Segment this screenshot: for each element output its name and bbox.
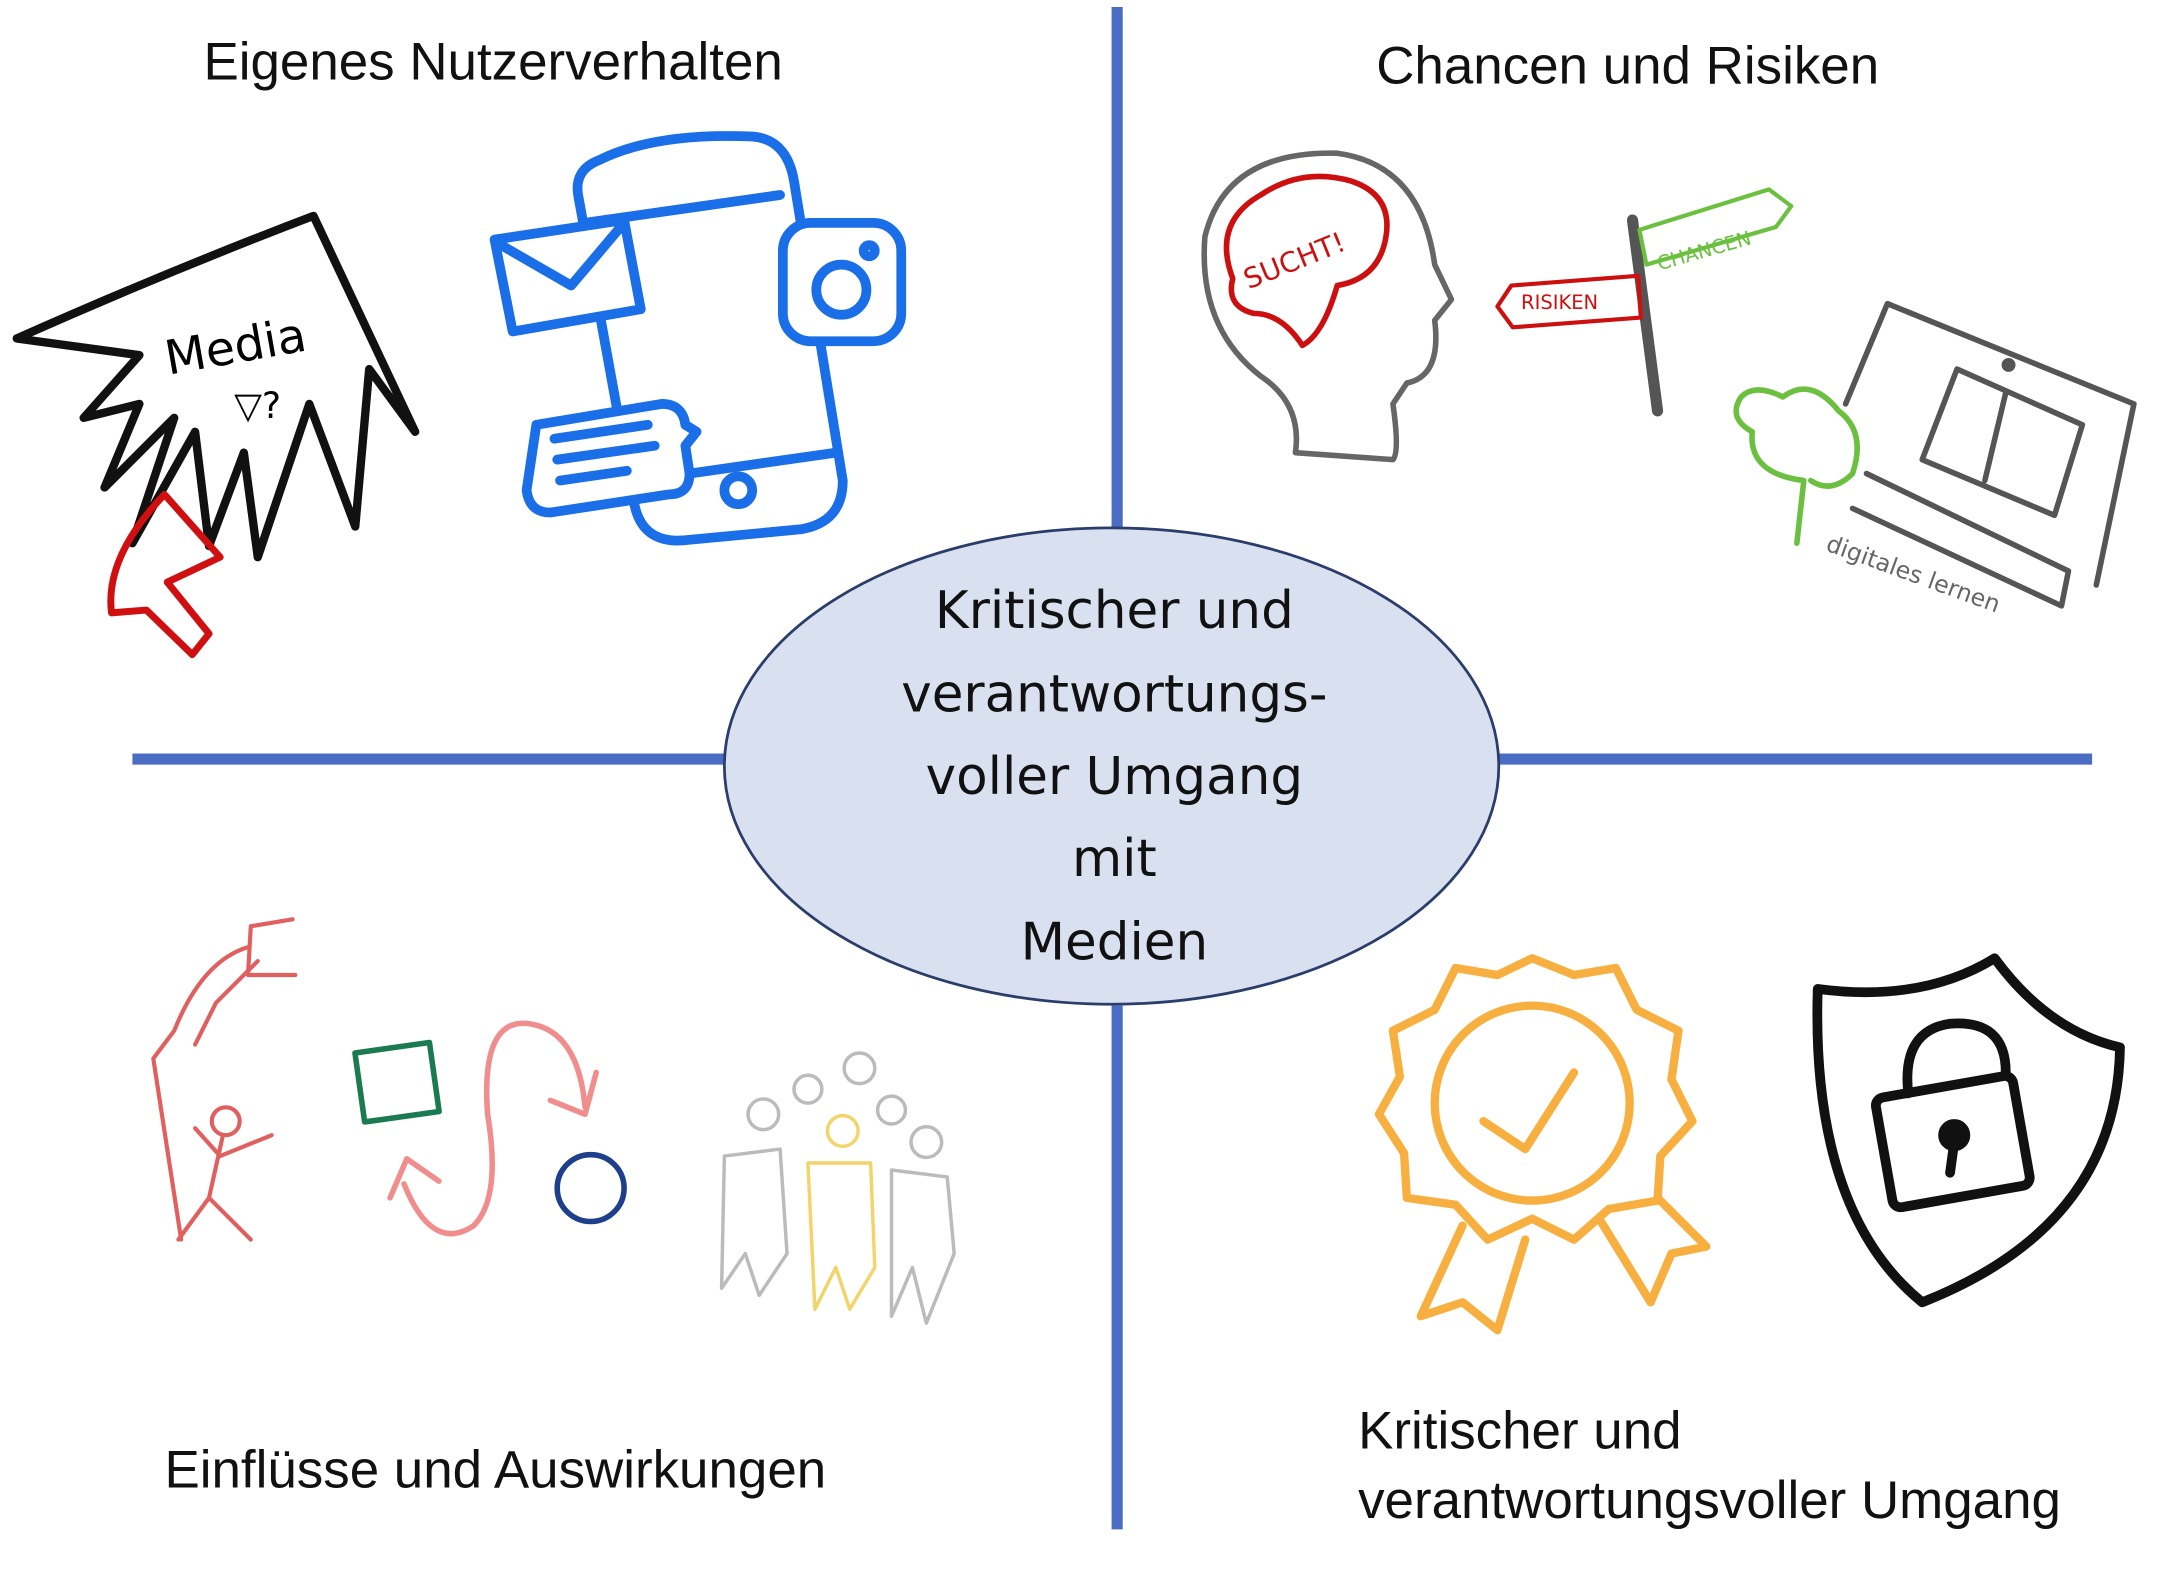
media-burst-icon: Media ▽? bbox=[12, 211, 420, 562]
people-group-icon bbox=[719, 1051, 956, 1325]
mail-icon bbox=[489, 215, 646, 337]
award-badge-icon bbox=[1374, 954, 1711, 1335]
center-line-3: voller Umgang bbox=[926, 747, 1303, 807]
quadrant-axes bbox=[132, 6, 2093, 1530]
change-process-icon bbox=[352, 1020, 627, 1237]
helping-hand-icon bbox=[151, 917, 298, 1242]
title-einfluesse-auswirkungen: Einflüsse und Auswirkungen bbox=[164, 1441, 826, 1500]
digitales-lernen-caption: digitales lernen bbox=[1823, 529, 2004, 618]
center-line-1: Kritischer und bbox=[935, 581, 1294, 641]
chat-bubble-icon bbox=[521, 399, 702, 518]
chancen-text: CHANCEN bbox=[1655, 227, 1754, 276]
title-umgang-line-1: Kritischer und bbox=[1358, 1402, 1681, 1461]
risiken-text: RISIKEN bbox=[1521, 291, 1598, 314]
title-eigenes-nutzerverhalten: Eigenes Nutzerverhalten bbox=[203, 32, 782, 91]
head-addiction-icon: SUCHT! bbox=[1201, 150, 1455, 463]
sucht-text: SUCHT! bbox=[1239, 225, 1350, 296]
camera-icon bbox=[777, 217, 907, 347]
center-line-5: Medien bbox=[1021, 913, 1209, 973]
security-shield-lock-icon bbox=[1812, 953, 2125, 1308]
laptop-book-icon bbox=[1842, 300, 2137, 609]
center-line-4: mit bbox=[1072, 829, 1157, 889]
center-ellipse bbox=[722, 526, 1501, 1006]
center-line-2: verantwortungs- bbox=[901, 665, 1327, 725]
signpost-icon: CHANCEN RISIKEN bbox=[1495, 187, 1794, 417]
tree-brain-icon bbox=[1733, 386, 1860, 546]
cursor-arrow-icon bbox=[107, 490, 224, 659]
svg-text:▽?: ▽? bbox=[234, 384, 281, 427]
media-text: Media bbox=[161, 308, 311, 387]
title-umgang-line-2: verantwortungsvoller Umgang bbox=[1358, 1471, 2061, 1530]
title-chancen-risiken: Chancen und Risiken bbox=[1376, 37, 1879, 96]
